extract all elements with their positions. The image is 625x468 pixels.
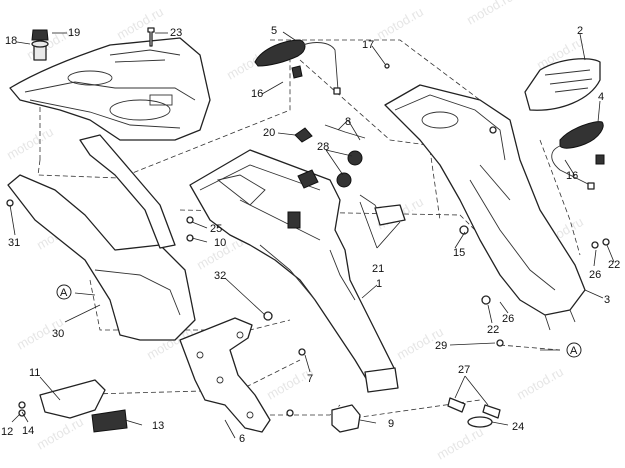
callout-30: 30: [52, 328, 64, 340]
callout-23: 23: [170, 27, 182, 39]
svg-text:motod.ru: motod.ru: [114, 4, 166, 43]
leader-lines: [9, 31, 615, 439]
wiring-connectors: [294, 124, 406, 226]
reference-marker-a-left: A: [56, 284, 72, 300]
callout-20: 20: [263, 127, 275, 139]
bracket-clip: [331, 404, 361, 433]
plate-light: [39, 379, 128, 433]
license-plate-holder: [189, 149, 399, 393]
bolt-23: [147, 27, 155, 47]
callout-31: 31: [8, 237, 20, 249]
tail-lamp: [524, 58, 601, 111]
callout-3: 3: [604, 294, 610, 306]
rear-grab-rack: [9, 37, 211, 141]
callout-27: 27: [458, 364, 470, 376]
callout-8: 8: [345, 116, 351, 128]
callout-7: 7: [307, 373, 313, 385]
svg-text:A: A: [570, 345, 578, 357]
callout-16-left: 16: [251, 88, 263, 100]
callout-6: 6: [239, 433, 245, 445]
svg-text:motod.ru: motod.ru: [434, 424, 486, 463]
turn-signal-left: [254, 39, 341, 95]
callout-10: 10: [214, 237, 226, 249]
svg-text:motod.ru: motod.ru: [34, 414, 86, 453]
svg-text:A: A: [60, 287, 68, 299]
rubber-bumper: [31, 29, 49, 61]
plate-support-bracket: [179, 317, 271, 433]
callout-9: 9: [388, 418, 394, 430]
reference-marker-a-right: A: [566, 342, 582, 358]
callout-2: 2: [577, 25, 583, 37]
callout-labels: 1 2 3 4 5 6 7 8 9 10 11 12 13 14 15 16 1…: [1, 25, 620, 445]
callout-16-right: 16: [566, 170, 578, 182]
callout-26-lower: 26: [502, 313, 514, 325]
callout-11: 11: [29, 367, 40, 379]
turn-signal-right: [551, 121, 605, 190]
callout-25: 25: [210, 223, 222, 235]
callout-22-lower: 22: [487, 324, 499, 336]
callout-5: 5: [271, 25, 277, 37]
callout-24: 24: [512, 421, 524, 433]
callout-4: 4: [598, 91, 604, 103]
callout-21: 21: [372, 263, 384, 275]
mounting-washers: [447, 397, 501, 428]
callout-19: 19: [68, 27, 80, 39]
callout-17: 17: [362, 39, 374, 51]
svg-text:motod.ru: motod.ru: [4, 124, 56, 163]
svg-text:motod.ru: motod.ru: [374, 4, 426, 43]
svg-text:motod.ru: motod.ru: [514, 364, 566, 403]
callout-15: 15: [453, 247, 465, 259]
callout-18: 18: [5, 35, 17, 47]
inner-mudguard: [7, 134, 196, 341]
callout-28: 28: [317, 141, 329, 153]
callout-29: 29: [435, 340, 447, 352]
svg-text:motod.ru: motod.ru: [464, 0, 516, 28]
callout-14: 14: [22, 425, 34, 437]
callout-12: 12: [1, 426, 13, 438]
callout-26-upper: 26: [589, 269, 601, 281]
rear-subframe-cover: [384, 84, 586, 331]
callout-1: 1: [376, 278, 382, 290]
callout-13: 13: [152, 420, 164, 432]
callout-22-upper: 22: [608, 259, 620, 271]
callout-32: 32: [214, 270, 226, 282]
